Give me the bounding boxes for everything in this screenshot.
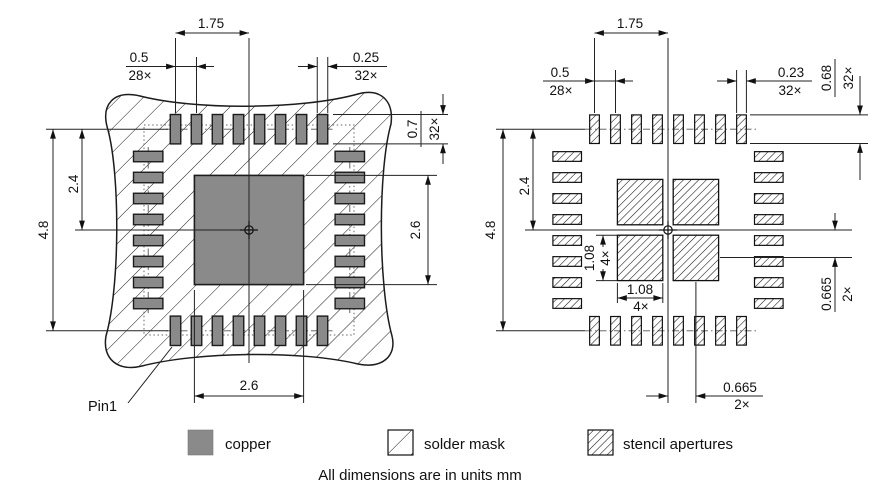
dim-label: 2.4 <box>66 174 81 193</box>
dim-count: 28× <box>129 68 152 83</box>
dim-label: 0.23 <box>778 65 804 80</box>
dim-label: 1.08 <box>582 245 597 271</box>
dim-label: 4.8 <box>483 221 498 240</box>
dim-label: 0.5 <box>130 50 149 65</box>
legend: copper solder mask stencil apertures <box>187 429 733 456</box>
dim-count: 32× <box>355 68 378 83</box>
center-mark <box>659 221 677 239</box>
dim-row-to-center: 2.4 <box>46 128 168 231</box>
stencil-swatch <box>587 429 614 456</box>
legend-item-stencil-apertures: stencil apertures <box>587 429 733 456</box>
dim-count: 4× <box>598 250 613 265</box>
dim-count: 32× <box>841 67 856 90</box>
dim-label: 2.4 <box>517 176 532 195</box>
pin1-label: Pin1 <box>88 399 117 415</box>
dim-square-offset-horizontal: 0.665 2× <box>646 282 763 412</box>
dim-pad-span: 1.75 <box>594 16 669 113</box>
dim-pitch: 0.5 28× <box>543 65 633 113</box>
stencil-thermal-apertures <box>616 178 720 282</box>
dim-square-size-horizontal: 1.08 4× <box>616 282 664 314</box>
dim-pitch: 0.5 28× <box>126 50 214 113</box>
copper-swatch <box>187 429 214 456</box>
right-view-stencil: 1.75 0.5 28× 0.23 32× 0.68 3 <box>483 16 868 412</box>
dim-count: 32× <box>779 83 802 98</box>
dim-label: 0.7 <box>405 120 420 139</box>
dim-row-to-center: 2.4 <box>496 128 585 231</box>
legend-label: solder mask <box>424 436 505 453</box>
dim-label: 1.75 <box>198 16 224 31</box>
dim-pad-width: 0.25 32× <box>298 50 387 113</box>
left-view-copper-mask: 1.75 0.5 28× 0.25 32× 0.7 32 <box>36 16 448 415</box>
dim-thermal-height: 2.6 <box>306 174 437 286</box>
center-mark <box>240 221 258 239</box>
dim-label: 0.68 <box>819 65 834 91</box>
dim-pad-span: 1.75 <box>175 16 250 113</box>
legend-item-copper: copper <box>187 429 271 456</box>
legend-label: copper <box>225 436 271 453</box>
dim-pad-length: 0.7 32× <box>333 94 448 164</box>
dim-count: 2× <box>840 286 855 301</box>
dim-aperture-width: 0.23 32× <box>717 65 812 113</box>
pin1-callout: Pin1 <box>88 346 173 415</box>
dim-label: 0.5 <box>551 65 570 80</box>
dim-label: 1.75 <box>617 16 643 31</box>
dim-label: 2.6 <box>408 221 423 240</box>
dim-label: 0.665 <box>723 380 757 395</box>
dim-label: 1.08 <box>627 282 653 297</box>
dim-square-offset-vertical: 0.665 2× <box>720 213 855 312</box>
units-note: All dimensions are in units mm <box>318 467 521 484</box>
dim-label: 2.6 <box>240 378 259 393</box>
legend-item-solder-mask: solder mask <box>387 429 505 456</box>
dim-count: 4× <box>633 299 648 314</box>
dim-row-to-row: 4.8 <box>36 129 168 332</box>
dim-label: 0.665 <box>819 277 834 311</box>
dim-count: 28× <box>550 83 573 98</box>
dim-count: 32× <box>427 118 442 141</box>
dim-label: 4.8 <box>36 221 51 240</box>
solder-mask-swatch <box>387 429 414 456</box>
dim-aperture-length: 0.68 32× <box>750 59 868 180</box>
legend-label: stencil apertures <box>623 436 733 453</box>
dim-square-size-vertical: 1.08 4× <box>582 234 617 282</box>
dim-row-to-row: 4.8 <box>483 129 585 332</box>
dim-label: 0.25 <box>353 50 379 65</box>
dim-thermal-width: 2.6 <box>193 290 305 403</box>
dim-count: 2× <box>734 397 749 412</box>
